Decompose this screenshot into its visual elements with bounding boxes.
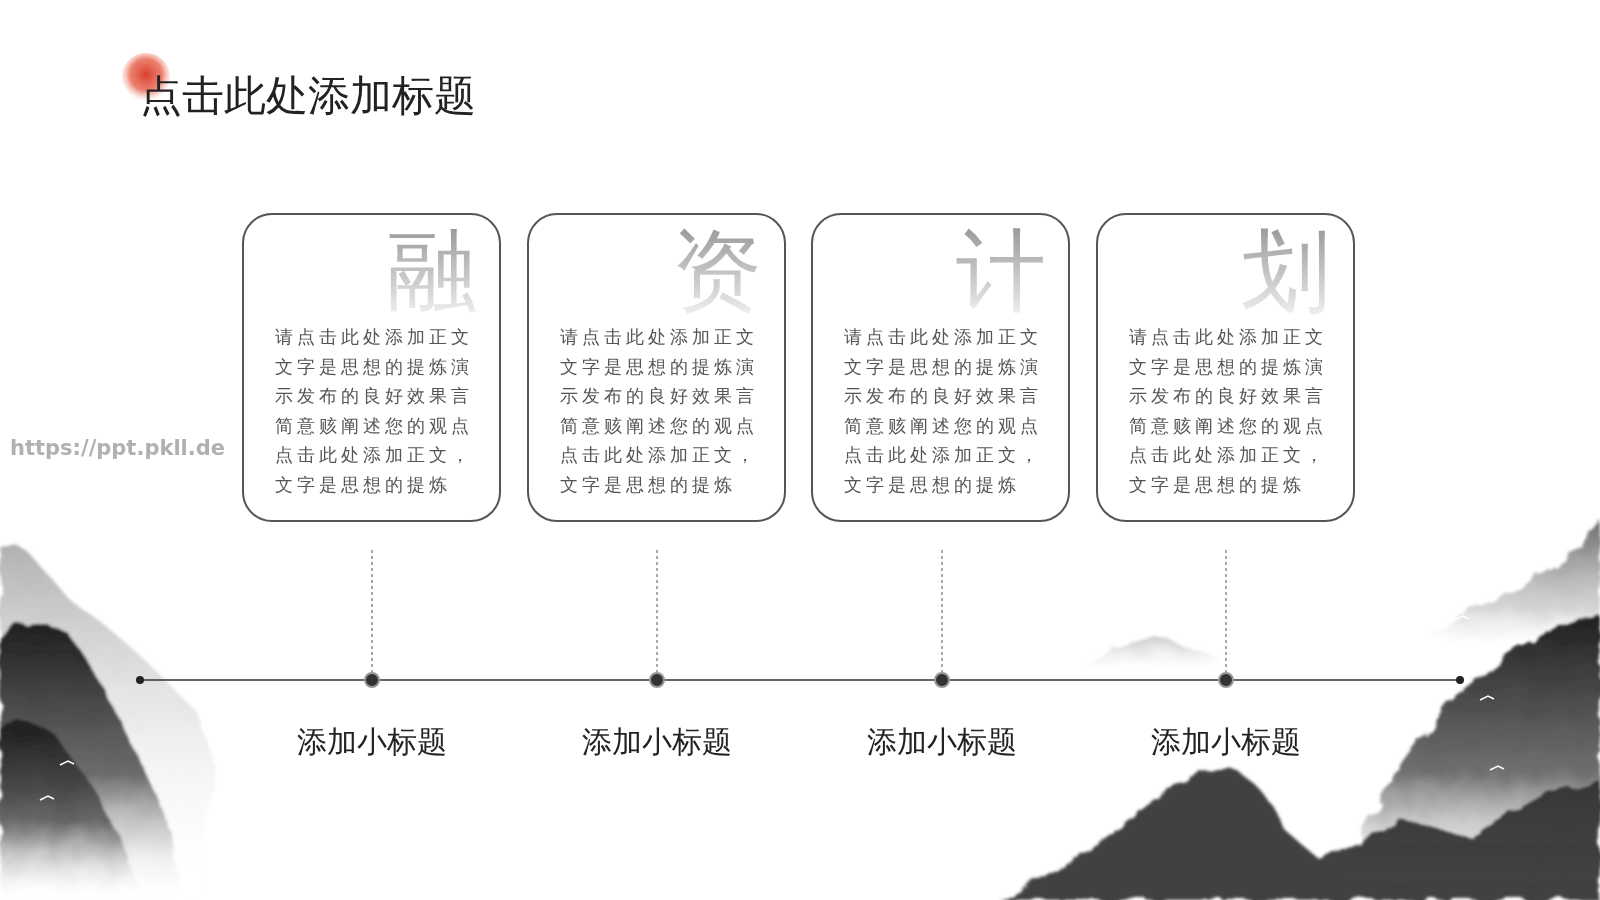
timeline-dot bbox=[1219, 673, 1233, 687]
bird bbox=[1490, 766, 1504, 770]
watermark: https://ppt.pkll.de bbox=[10, 436, 225, 460]
left-mountains bbox=[0, 544, 215, 900]
text-card: 划请点击此处添加正文文字是思想的提炼演示发布的良好效果言简意赅阐述您的观点点击此… bbox=[1096, 213, 1355, 522]
body-text: 请点击此处添加正文文字是思想的提炼演示发布的良好效果言简意赅阐述您的观点点击此处… bbox=[844, 323, 1050, 500]
mountain bbox=[1000, 768, 1600, 900]
leader-line bbox=[1226, 550, 1227, 674]
watermark-character: 融 bbox=[387, 227, 477, 317]
axis-end bbox=[1456, 676, 1464, 684]
mountain bbox=[0, 544, 215, 900]
text-card: 计请点击此处添加正文文字是思想的提炼演示发布的良好效果言简意赅阐述您的观点点击此… bbox=[811, 213, 1070, 522]
timeline-dot bbox=[935, 673, 949, 687]
subtitle: 添加小标题 bbox=[582, 722, 732, 763]
watermark-character: 计 bbox=[956, 227, 1046, 317]
text-card: 融请点击此处添加正文文字是思想的提炼演示发布的良好效果言简意赅阐述您的观点点击此… bbox=[242, 213, 501, 522]
body-text: 请点击此处添加正文文字是思想的提炼演示发布的良好效果言简意赅阐述您的观点点击此处… bbox=[560, 323, 766, 500]
subtitle: 添加小标题 bbox=[1151, 722, 1301, 763]
bird bbox=[40, 796, 54, 800]
right-mountains bbox=[1000, 520, 1600, 900]
bird bbox=[1455, 616, 1469, 620]
leader-line bbox=[372, 550, 373, 674]
subtitle: 添加小标题 bbox=[867, 722, 1017, 763]
subtitle: 添加小标题 bbox=[297, 722, 447, 763]
axis-end bbox=[136, 676, 144, 684]
watermark-character: 资 bbox=[672, 227, 762, 317]
leader-line bbox=[942, 550, 943, 674]
text-card: 资请点击此处添加正文文字是思想的提炼演示发布的良好效果言简意赅阐述您的观点点击此… bbox=[527, 213, 786, 522]
watermark-character: 划 bbox=[1241, 227, 1331, 317]
body-text: 请点击此处添加正文文字是思想的提炼演示发布的良好效果言简意赅阐述您的观点点击此处… bbox=[1129, 323, 1335, 500]
bird bbox=[1480, 696, 1494, 700]
timeline-dot bbox=[650, 673, 664, 687]
mountain bbox=[1080, 638, 1240, 672]
mountain bbox=[0, 722, 145, 900]
bird bbox=[60, 761, 74, 765]
timeline-dot bbox=[365, 673, 379, 687]
body-text: 请点击此处添加正文文字是思想的提炼演示发布的良好效果言简意赅阐述您的观点点击此处… bbox=[275, 323, 481, 500]
slide-title: 点击此处添加标题 bbox=[140, 68, 476, 124]
leader-line bbox=[657, 550, 658, 674]
timeline-axis bbox=[140, 679, 1460, 681]
birds bbox=[40, 616, 1504, 800]
mountain bbox=[0, 624, 185, 900]
timeline bbox=[136, 550, 1464, 687]
